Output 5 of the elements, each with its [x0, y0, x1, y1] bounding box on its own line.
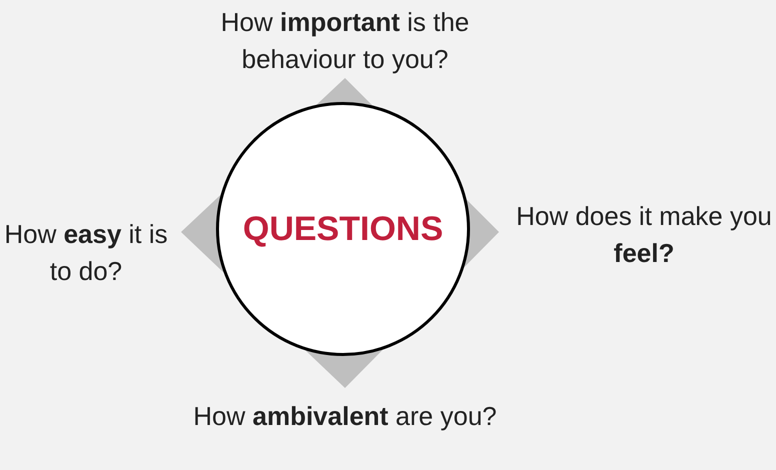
question-text: How does it make you feel? — [515, 200, 773, 270]
question-text: How important is the behaviour to you? — [220, 6, 470, 76]
question-text: How ambivalent are you? — [192, 400, 498, 433]
question-text: How easy it is to do? — [3, 218, 169, 288]
circle-title: QUESTIONS — [242, 210, 444, 248]
